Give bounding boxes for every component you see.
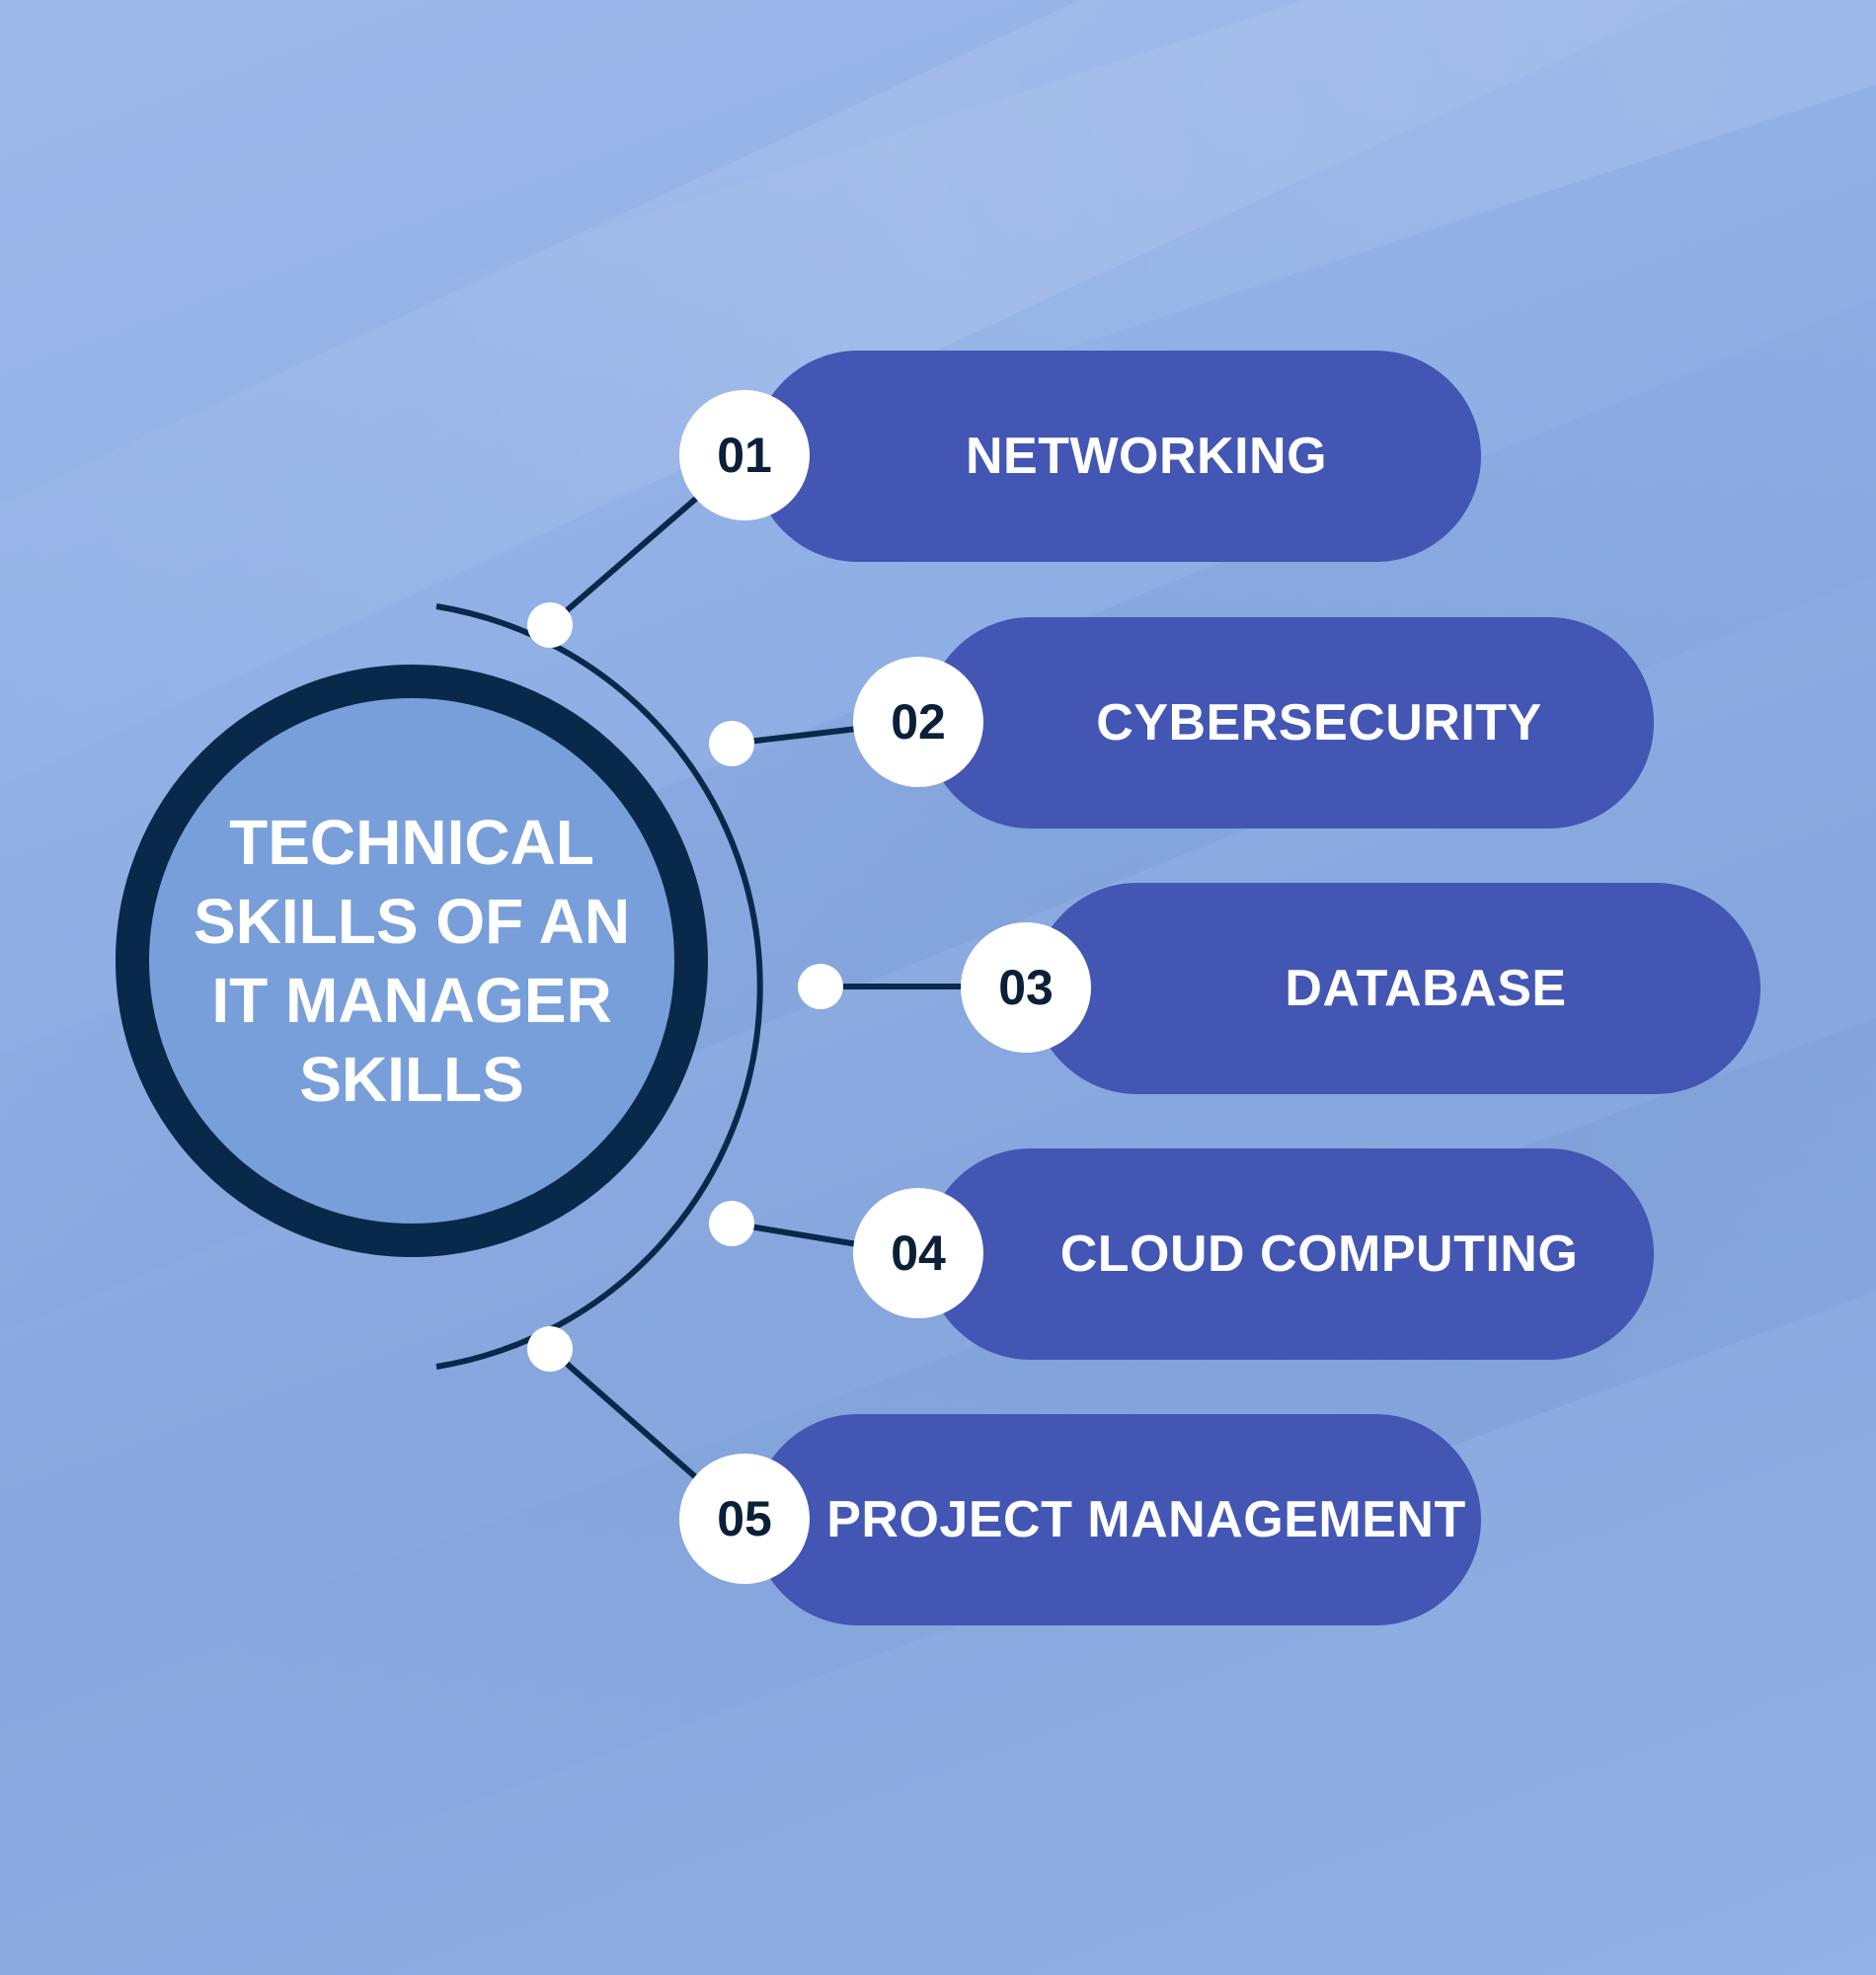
- skill-pill-database: DATABASE: [1032, 883, 1760, 1094]
- skill-number-badge: 02: [853, 657, 983, 787]
- connector-line-01: [548, 494, 700, 628]
- skill-number-badge: 04: [853, 1188, 983, 1318]
- skill-pill-cloud-computing: CLOUD COMPUTING: [925, 1148, 1654, 1360]
- hub-title-line: SKILLS OF AN: [193, 886, 631, 957]
- arc-node-02: [709, 721, 754, 766]
- skill-number-badge: 05: [679, 1454, 810, 1584]
- connector-line-05: [548, 1346, 700, 1482]
- arc-node-05: [527, 1326, 573, 1372]
- skill-number: 01: [717, 428, 772, 483]
- hub-title-line: SKILLS: [299, 1044, 524, 1115]
- skill-pill-networking: NETWORKING: [752, 351, 1481, 562]
- outer-arc: [435, 603, 763, 1370]
- skill-number-badge: 03: [961, 922, 1091, 1053]
- skill-label: PROJECT MANAGEMENT: [826, 1491, 1466, 1548]
- skill-number-badge: 01: [679, 390, 810, 520]
- skill-pill-project-management: PROJECT MANAGEMENT: [752, 1414, 1481, 1625]
- hub-title-line: IT MANAGER: [211, 965, 612, 1036]
- skill-number: 05: [717, 1491, 772, 1546]
- skill-number: 03: [998, 960, 1054, 1015]
- skill-number: 02: [891, 694, 946, 750]
- hub-title-line: TECHNICAL: [229, 807, 594, 878]
- arc-node-04: [709, 1201, 754, 1246]
- skill-number: 04: [891, 1225, 946, 1281]
- hub-title: TECHNICAL SKILLS OF AN IT MANAGER SKILLS: [185, 803, 639, 1119]
- skill-label: CYBERSECURITY: [1096, 694, 1542, 751]
- arc-node-01: [527, 602, 573, 648]
- skill-pill-cybersecurity: CYBERSECURITY: [925, 617, 1654, 829]
- hub-circle: TECHNICAL SKILLS OF AN IT MANAGER SKILLS: [116, 665, 708, 1257]
- arc-node-03: [798, 964, 843, 1009]
- skill-label: NETWORKING: [965, 428, 1328, 485]
- skill-label: DATABASE: [1285, 960, 1567, 1017]
- skill-label: CLOUD COMPUTING: [1059, 1225, 1579, 1283]
